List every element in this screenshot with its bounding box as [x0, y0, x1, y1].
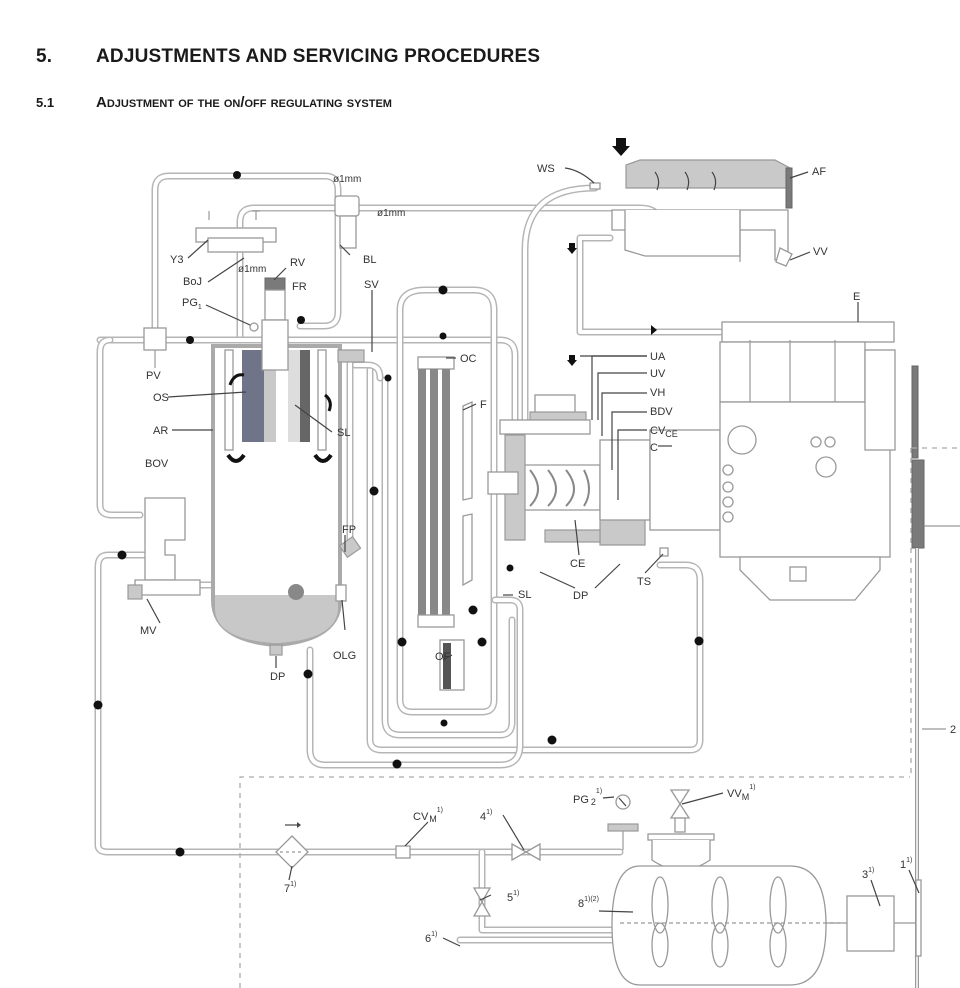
label-vh: VH	[650, 387, 665, 399]
label-filter-7: 71)	[284, 881, 296, 895]
component-labels: WS AF VV E ø1mm ø1mm ø1mm Y3 BoJ RV FR B…	[140, 163, 956, 945]
optional-equipment-boundary	[239, 776, 910, 988]
label-mv: MV	[140, 625, 157, 637]
label-bl: BL	[363, 254, 376, 266]
label-y3: Y3	[170, 254, 183, 266]
label-sl-comp: SL	[518, 589, 531, 601]
label-boj: BoJ	[183, 276, 202, 288]
label-af: AF	[812, 166, 826, 178]
regulating-valve-rv	[249, 277, 289, 371]
label-drain-6: 61)	[425, 931, 437, 945]
label-f: F	[480, 399, 487, 411]
label-orifice-boj: ø1mm	[238, 264, 266, 275]
label-of: OF	[435, 651, 451, 663]
label-sl-tank: SL	[337, 427, 350, 439]
label-rv: RV	[290, 257, 306, 269]
section-number: 5.	[36, 46, 53, 67]
filler-plug-fp	[338, 535, 362, 559]
compressor-element	[487, 394, 721, 557]
subsection-title: Adjustment of the on/off regulating syst…	[96, 94, 392, 111]
valve-4	[511, 842, 541, 862]
label-pg1: PG1	[182, 297, 202, 311]
vent-valve-vvm	[669, 789, 691, 833]
label-valve-5: 51)	[507, 890, 519, 904]
check-valve-cvm	[395, 845, 411, 859]
label-ce: CE	[570, 558, 585, 570]
label-sv: SV	[364, 279, 379, 291]
label-ts: TS	[637, 576, 651, 588]
section-heading: 5. ADJUSTMENTS AND SERVICING PROCEDURES	[36, 46, 540, 68]
label-receiver-8: 81)(2)	[578, 896, 599, 910]
filter-7	[275, 822, 309, 869]
pressure-gauge-pg2	[607, 794, 639, 850]
label-olg: OLG	[333, 650, 356, 662]
label-cvm: CVM1)	[413, 807, 443, 824]
leader-lines	[146, 167, 920, 947]
flow-markers	[93, 138, 704, 857]
label-dp-tank: DP	[270, 671, 285, 683]
air-filter	[589, 159, 793, 267]
valve-5	[472, 887, 492, 917]
label-e: E	[853, 291, 860, 303]
label-dp-comp: DP	[573, 590, 588, 602]
label-valve-4: 41)	[480, 809, 492, 823]
safety-valve-sv	[337, 349, 365, 363]
label-pv: PV	[146, 370, 161, 382]
label-ws: WS	[537, 163, 555, 175]
label-oc: OC	[460, 353, 477, 365]
label-vv: VV	[813, 246, 828, 258]
engine	[719, 321, 960, 601]
solenoid-valve-y3	[195, 210, 277, 253]
oil-level-gauge-olg	[335, 584, 347, 602]
label-bov: BOV	[145, 458, 169, 470]
label-orifice-right: ø1mm	[377, 208, 405, 219]
label-orifice-top: ø1mm	[333, 174, 361, 185]
section-title: ADJUSTMENTS AND SERVICING PROCEDURES	[96, 46, 541, 67]
label-coupling-1: 11)	[900, 857, 912, 871]
air-receiver-8	[611, 833, 840, 986]
label-ua: UA	[650, 351, 666, 363]
label-vvm: VVM1)	[727, 784, 755, 802]
subsection-number: 5.1	[36, 95, 55, 110]
label-fr: FR	[292, 281, 307, 293]
label-clutch-3: 31)	[862, 867, 874, 881]
label-cv-ce: CVCE	[650, 425, 678, 439]
blow-off-valve-bov	[127, 497, 201, 600]
label-ar: AR	[153, 425, 168, 437]
clutch-3	[846, 895, 895, 952]
coupling-1	[915, 879, 922, 957]
label-2: 2	[950, 724, 956, 736]
pressure-valve-pv	[143, 327, 167, 351]
label-c: C	[650, 442, 658, 454]
label-uv: UV	[650, 368, 666, 380]
oil-cooler	[417, 356, 473, 691]
subsection-heading: 5.1 Adjustment of the on/off regulating s…	[36, 94, 392, 111]
label-os: OS	[153, 392, 169, 404]
label-bdv: BDV	[650, 406, 673, 418]
air-receiver-tank	[211, 344, 342, 656]
label-fp: FP	[342, 524, 356, 536]
blow-off-filter-bl	[334, 195, 360, 249]
